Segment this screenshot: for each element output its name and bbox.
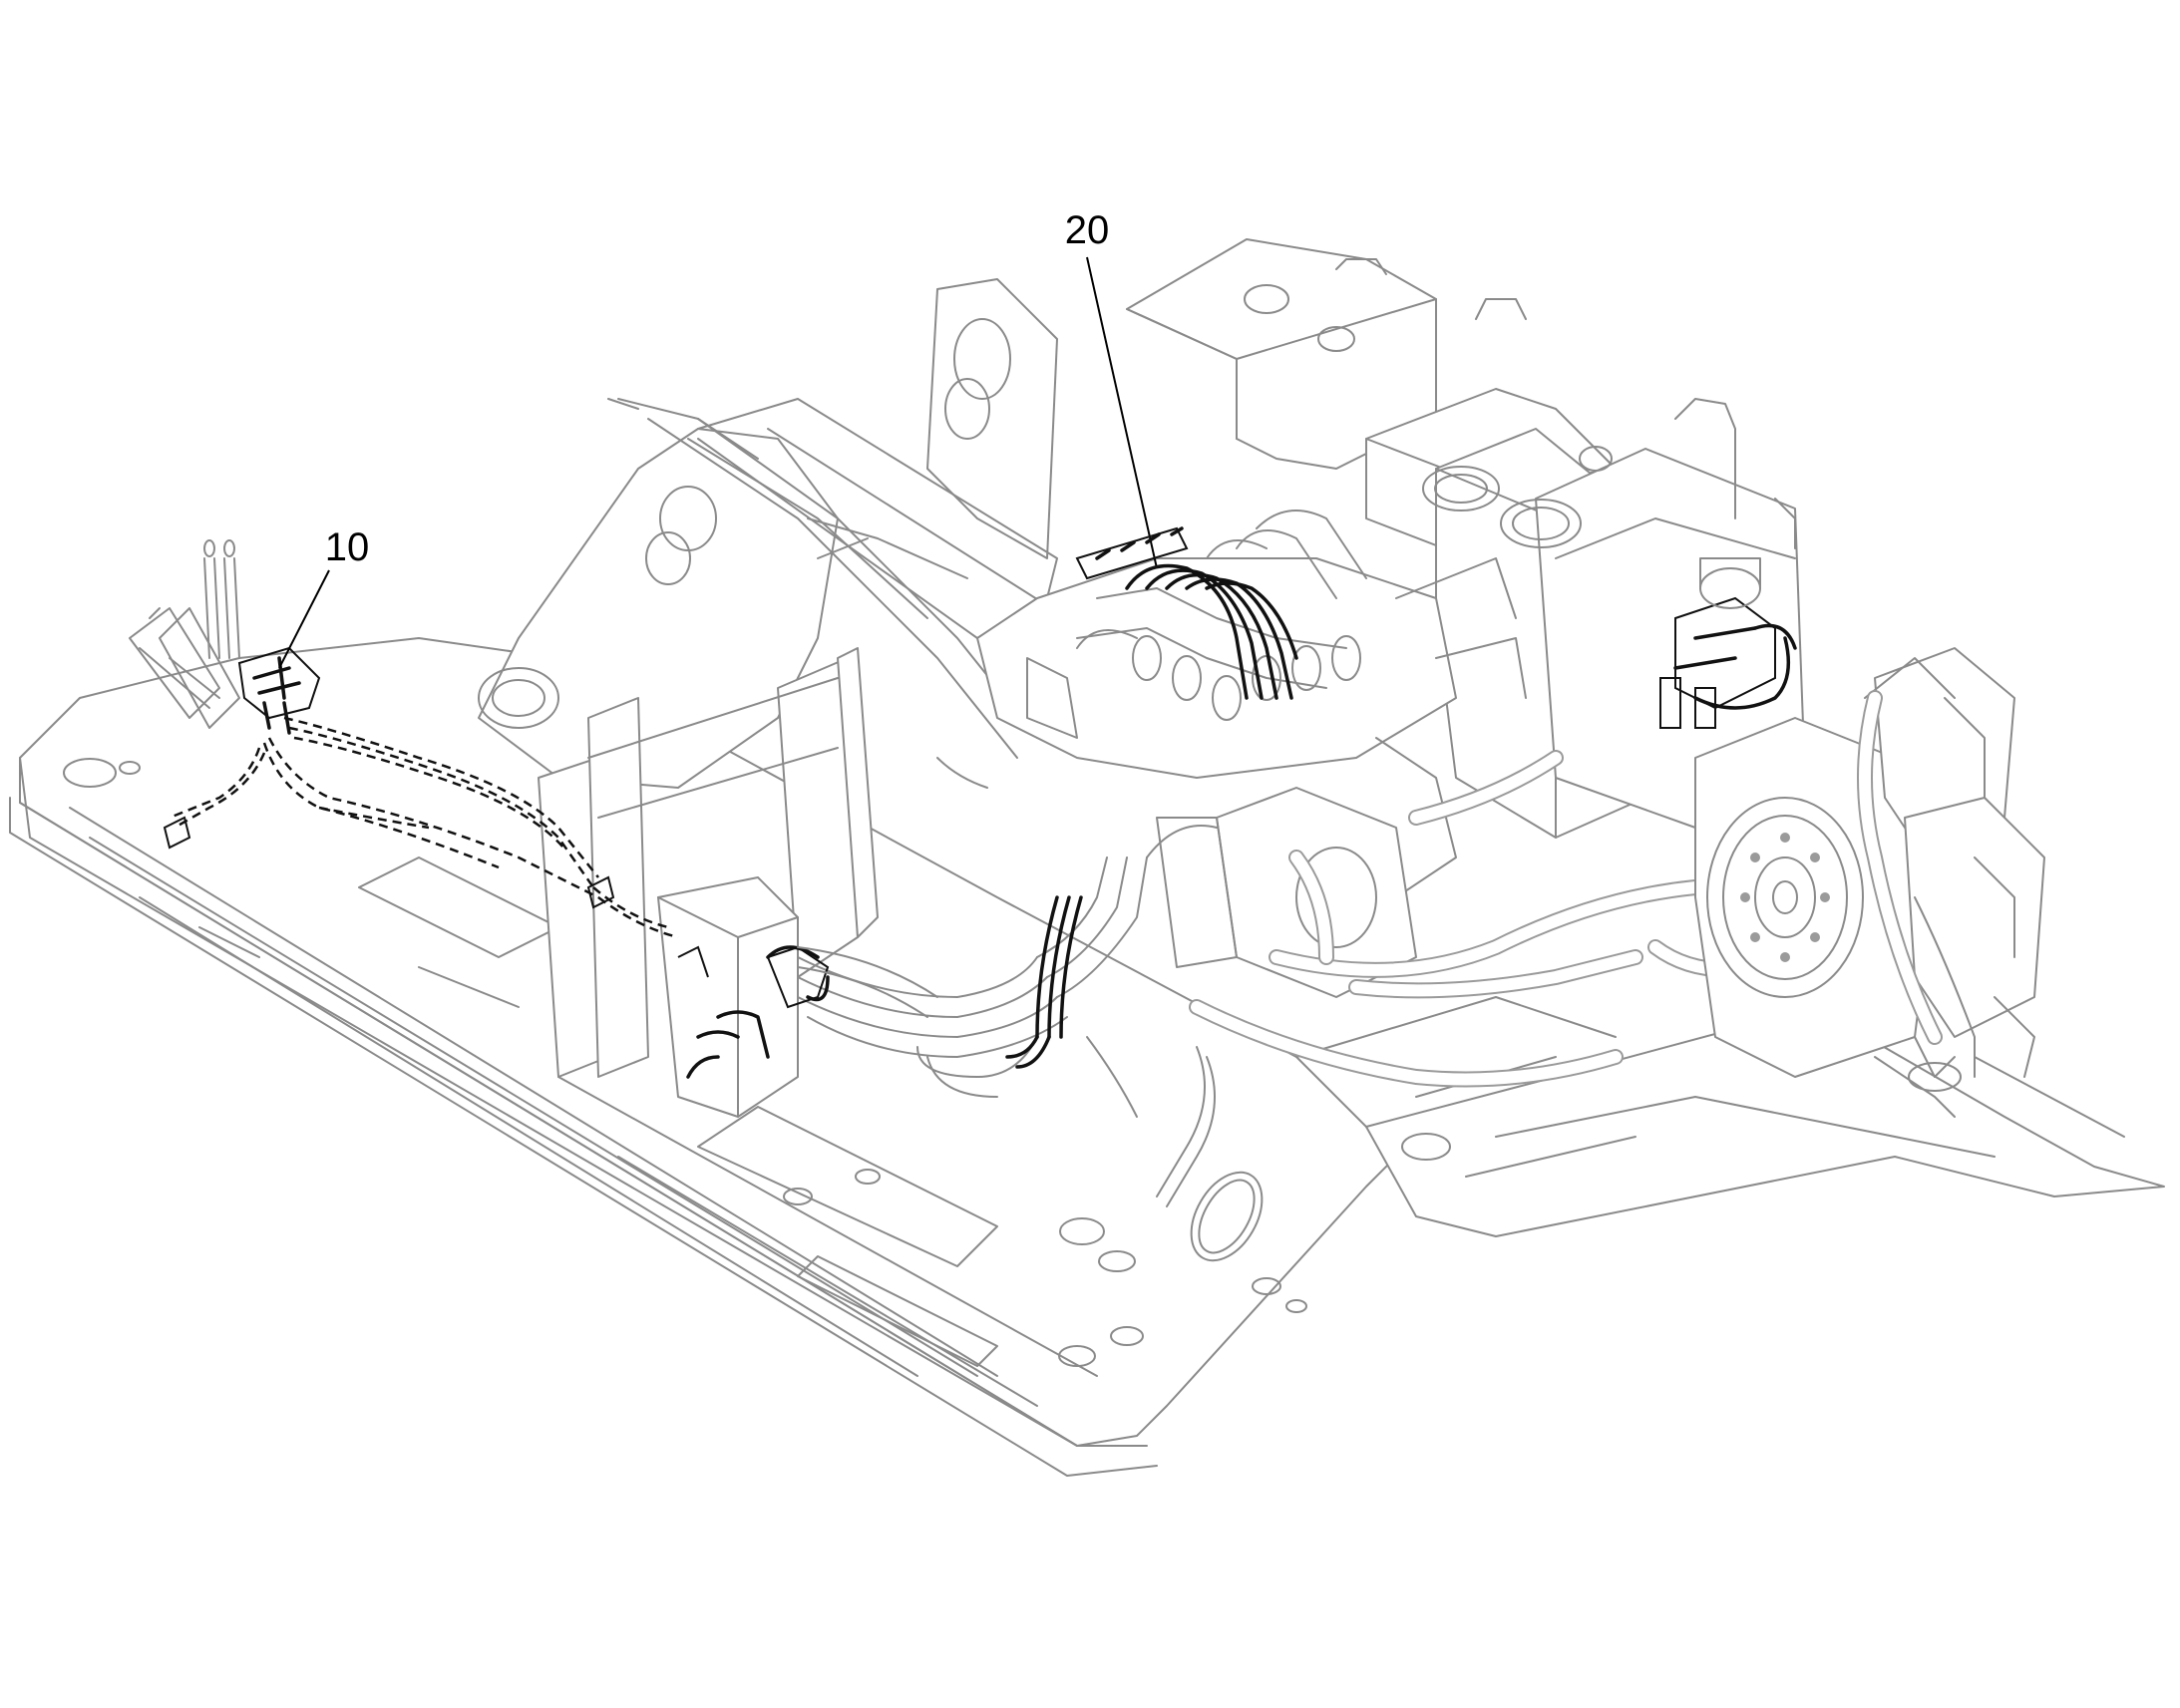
- hose-bundle-center: [797, 757, 1218, 1207]
- hose-bundle-dark: [1005, 895, 1083, 1069]
- boom-mount-uprights: [478, 278, 1068, 1078]
- valve-block-right: [1659, 557, 1797, 729]
- pilot-hose-lines: [163, 716, 679, 939]
- callout-20: 20: [1065, 208, 1158, 569]
- control-valve-center: [657, 876, 938, 1118]
- callout-10: 10: [278, 525, 370, 669]
- tank-assembly: [1126, 238, 1806, 839]
- hydraulic-pump-flywheel: [1694, 647, 2045, 1118]
- hose-group-20: [1075, 526, 1298, 700]
- callout-10-label: 10: [325, 525, 370, 569]
- engine-block: [976, 510, 1863, 1088]
- callout-20-label: 20: [1065, 208, 1110, 252]
